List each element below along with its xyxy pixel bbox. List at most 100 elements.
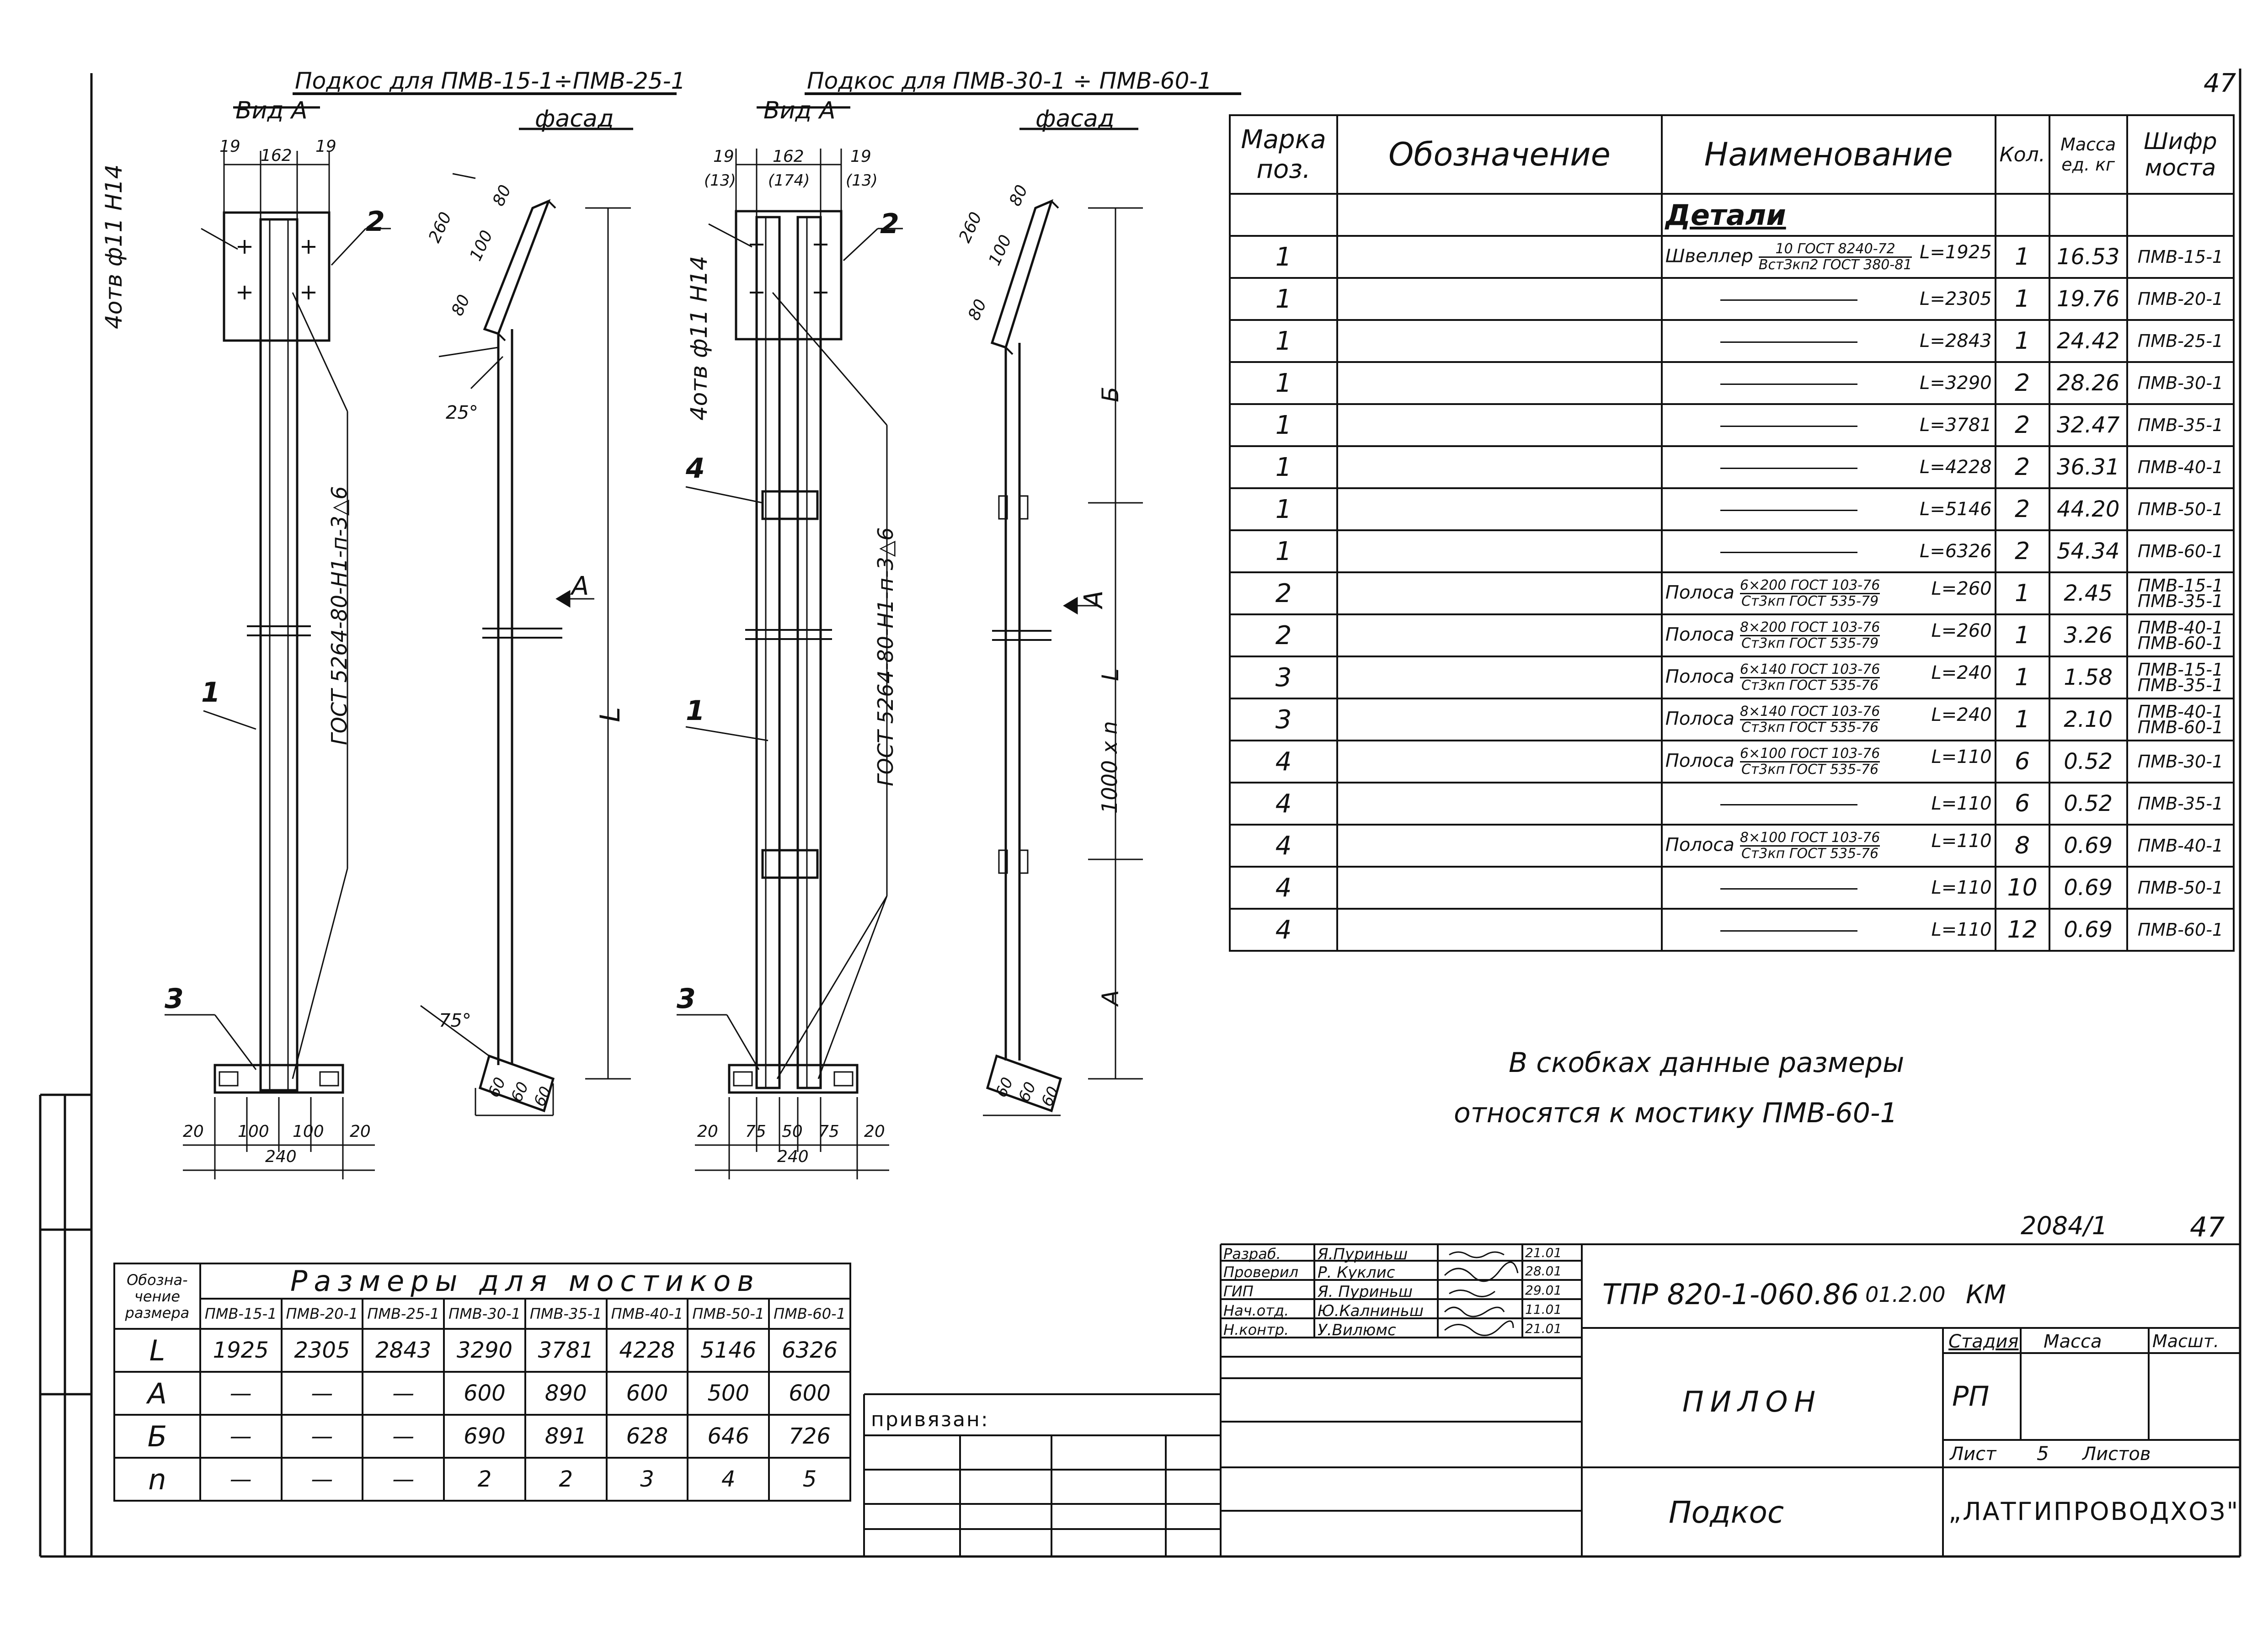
spec-designation	[1336, 319, 1663, 363]
spec-len: L=6326	[1920, 541, 1992, 562]
dims-cell: —	[280, 1414, 364, 1459]
spec-code: ПМВ-50-1	[2126, 866, 2235, 910]
dims-title-row: Обозна- чение размера Размеры для мостик…	[113, 1263, 852, 1330]
spec-mass: 32.47	[2048, 403, 2128, 447]
spec-name: L=110	[1660, 908, 1996, 952]
spec-pos: 1	[1228, 445, 1339, 489]
spec-len: L=2843	[1920, 330, 1992, 352]
dim-19-right: 19	[713, 147, 734, 166]
spec-qty: 1	[1994, 319, 2050, 363]
mass-label: Масса	[2044, 1331, 2102, 1352]
dims-column-header: ПМВ-15-1	[199, 1298, 283, 1330]
spec-mass: 0.52	[2048, 782, 2128, 826]
spec-designation	[1336, 824, 1663, 868]
spec-designation	[1336, 277, 1663, 321]
spec-sub1: 8×200 ГОСТ 103-76	[1740, 619, 1880, 636]
spec-mass: 24.42	[2048, 319, 2128, 363]
right-label-B: Б	[1097, 386, 1124, 402]
spec-code: ПМВ-30-1	[2126, 740, 2235, 784]
spec-code: ПМВ-25-1	[2126, 319, 2235, 363]
privyazan-label: привязан:	[871, 1408, 989, 1431]
left-hole-note: 4отв ф11 Н14	[101, 164, 127, 329]
spec-qty: 1	[1994, 235, 2050, 279]
spec-pos: 4	[1228, 782, 1339, 826]
spec-code: ПМВ-40-1 ПМВ-60-1	[2126, 613, 2235, 657]
spec-sub2: Ст3кп ГОСТ 535-79	[1741, 635, 1879, 651]
spec-pos: 3	[1228, 656, 1339, 699]
spec-name: L=3290	[1660, 361, 1996, 405]
pos-mark-1-left: 1	[201, 677, 220, 709]
spec-pos: 1	[1228, 277, 1339, 321]
spec-code: ПМВ-40-1 ПМВ-60-1	[2126, 698, 2235, 741]
spec-header-designation: Обозначение	[1336, 114, 1663, 195]
spec-pos: 4	[1228, 740, 1339, 784]
spec-len: L=4228	[1920, 457, 1992, 478]
spec-designation	[1336, 487, 1663, 531]
stage-value: РП	[1952, 1380, 1990, 1412]
spec-pos: 1	[1228, 361, 1339, 405]
spec-mass: 54.34	[2048, 529, 2128, 573]
spec-ditto-line	[1720, 425, 1857, 427]
spec-designation	[1336, 782, 1663, 826]
spec-name: L=6326	[1660, 529, 1996, 573]
dims-cell: —	[199, 1371, 283, 1416]
spec-qty: 2	[1994, 403, 2050, 447]
spec-qty: 2	[1994, 361, 2050, 405]
dims-cell: —	[280, 1457, 364, 1502]
spec-len: L=260	[1931, 620, 1992, 641]
spec-len: L=3290	[1920, 373, 1992, 394]
spec-sub2: Ст3кп ГОСТ 535-76	[1741, 761, 1879, 778]
spec-len: L=110	[1931, 877, 1992, 898]
spec-qty: 12	[1994, 908, 2050, 952]
angle-25: 25°	[446, 402, 478, 423]
sheet-frame	[39, 69, 2241, 1558]
spec-qty: 6	[1994, 740, 2050, 784]
right-label-A: А	[1097, 990, 1124, 1006]
spec-section-title: Детали	[1660, 193, 1996, 237]
spec-code: ПМВ-50-1	[2126, 487, 2235, 531]
spec-pos: 4	[1228, 824, 1339, 868]
dim-19-left-b: 19	[315, 137, 336, 156]
right-bot-dim-75a: 75	[745, 1122, 766, 1141]
spec-pos: 1	[1228, 487, 1339, 531]
spec-code: ПМВ-15-1	[2126, 235, 2235, 279]
right-bot-dim-20b: 20	[864, 1122, 885, 1141]
spec-len: L=110	[1931, 830, 1992, 852]
dims-cell: 6326	[768, 1328, 851, 1373]
sheet-label: Лист	[1950, 1444, 1996, 1465]
note-line-2: относятся к мостику ПМВ-60-1	[1454, 1097, 1898, 1129]
spec-qty: 1	[1994, 656, 2050, 699]
scale-label: Масшт.	[2152, 1331, 2219, 1351]
signatures	[1444, 1251, 1519, 1336]
spec-code: ПМВ-30-1	[2126, 361, 2235, 405]
spec-pos: 1	[1228, 529, 1339, 573]
left-label-L: L	[594, 707, 626, 722]
sheet-number: 47	[2204, 69, 2236, 98]
pos-mark-2-right: 2	[880, 208, 899, 240]
right-view-title: Подкос для ПМВ-30-1 ÷ ПМВ-60-1	[807, 68, 1212, 94]
dims-cell: 3	[605, 1457, 689, 1502]
drawing-subtitle: Подкос	[1669, 1495, 1784, 1530]
signature-date: 21.01	[1525, 1321, 1562, 1336]
signature-date: 28.01	[1525, 1263, 1562, 1279]
specification-table: Марка поз. Обозначение Наименование Кол.…	[1228, 114, 2235, 952]
dims-cell: 2305	[280, 1328, 364, 1373]
dims-cell: 2	[443, 1457, 526, 1502]
spec-mass: 44.20	[2048, 487, 2128, 531]
spec-name-main: Полоса	[1665, 834, 1734, 855]
spec-mass: 1.58	[2048, 656, 2128, 699]
dims-cell: 1925	[199, 1328, 283, 1373]
spec-mass: 2.10	[2048, 698, 2128, 741]
doc-ref: 2084/1	[2021, 1211, 2108, 1240]
